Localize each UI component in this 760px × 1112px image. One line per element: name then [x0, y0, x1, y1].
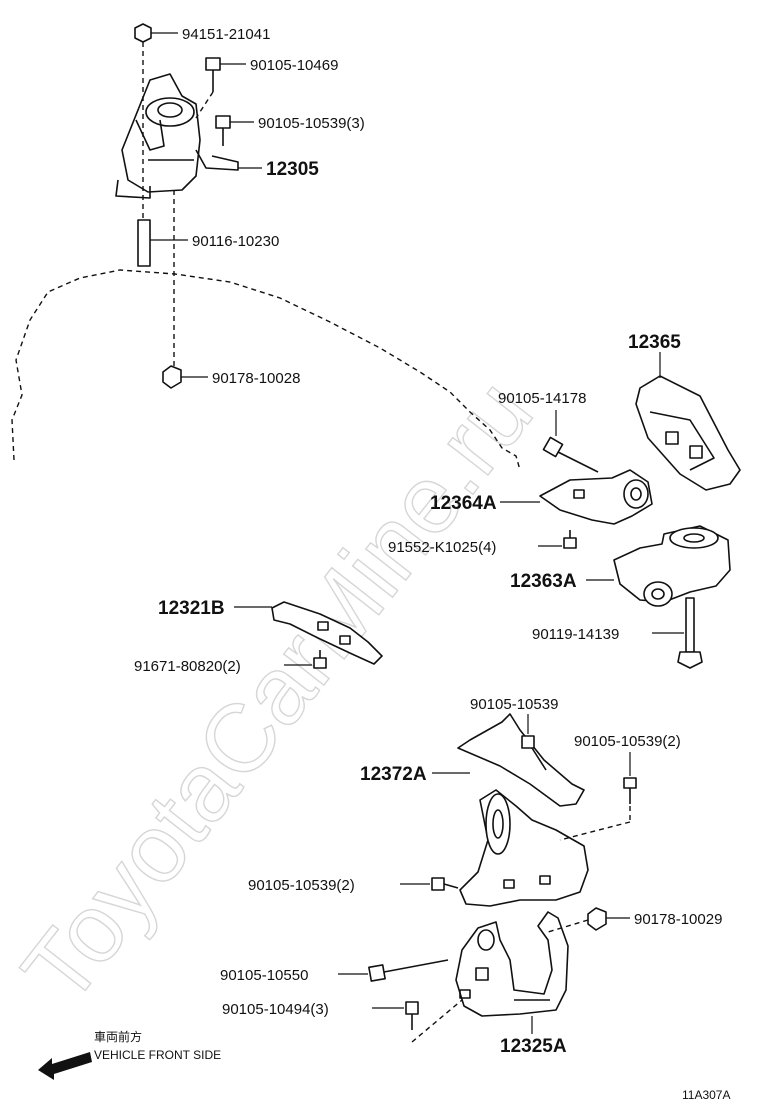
label-91552-K1025-4: 91552-K1025(4) [388, 539, 496, 556]
engine-mount-12305 [115, 73, 239, 199]
label-90105-10539: 90105-10539 [470, 696, 558, 713]
bolt-91671-80820 [313, 650, 327, 669]
bracket-12372A [457, 713, 589, 907]
nut-90178-10029 [587, 907, 607, 931]
label-90105-10469: 90105-10469 [250, 57, 338, 74]
label-90105-10539-3: 90105-10539(3) [258, 115, 365, 132]
label-90119-14139: 90119-14139 [532, 626, 619, 643]
stud-90116-10230 [137, 219, 151, 267]
label-12365: 12365 [628, 332, 681, 353]
label-90178-10028: 90178-10028 [212, 370, 300, 387]
bolt-90105-10539-3 [215, 115, 231, 146]
guide-line [411, 999, 463, 1043]
bracket-12364A [539, 469, 653, 525]
front-note-english: VEHICLE FRONT SIDE [94, 1048, 221, 1062]
label-90105-10539-2-right: 90105-10539(2) [574, 733, 681, 750]
label-12363A: 12363A [510, 571, 577, 592]
bolt-90105-10539 [521, 735, 547, 771]
bolt-90105-10539-2-right [623, 777, 637, 804]
label-90105-10550: 90105-10550 [220, 967, 308, 984]
label-12372A: 12372A [360, 764, 427, 785]
label-90105-10539-2-left: 90105-10539(2) [248, 877, 355, 894]
nut-90178-10028 [162, 365, 182, 389]
bracket-12325A [455, 911, 569, 1017]
label-90178-10029: 90178-10029 [634, 911, 722, 928]
watermark: ToyotaCarMine.ru [2, 360, 553, 1023]
bolt-90119-14139 [677, 597, 703, 669]
label-91671-80820-2: 91671-80820(2) [134, 658, 241, 675]
label-12305: 12305 [266, 159, 319, 180]
label-12364A: 12364A [430, 493, 497, 514]
guide-line [547, 919, 589, 933]
bolt-90105-10494-3 [405, 1001, 419, 1030]
bolt-90105-10550 [368, 959, 449, 982]
bolt-90105-14178 [542, 436, 599, 473]
bolt-91552-K1025 [563, 530, 577, 549]
engine-outline [11, 269, 521, 471]
bolt-90105-10469 [205, 57, 221, 92]
bracket-12365 [635, 375, 741, 491]
bolt-90105-10539-2-left [431, 877, 459, 891]
front-direction-arrow [38, 1052, 92, 1080]
bracket-12321B [271, 601, 383, 665]
label-90116-10230: 90116-10230 [192, 233, 279, 250]
mount-12363A [613, 525, 731, 607]
label-12321B: 12321B [158, 598, 225, 619]
label-12325A: 12325A [500, 1036, 567, 1057]
guide-line [195, 91, 214, 119]
guide-line [559, 821, 631, 841]
label-90105-14178: 90105-14178 [498, 390, 586, 407]
label-94151-21041: 94151-21041 [182, 26, 270, 43]
nut-94151-21041 [134, 23, 152, 43]
label-90105-10494-3: 90105-10494(3) [222, 1001, 329, 1018]
figure-code: 11A307A [682, 1088, 731, 1102]
front-note-japanese: 車両前方 [94, 1029, 142, 1044]
